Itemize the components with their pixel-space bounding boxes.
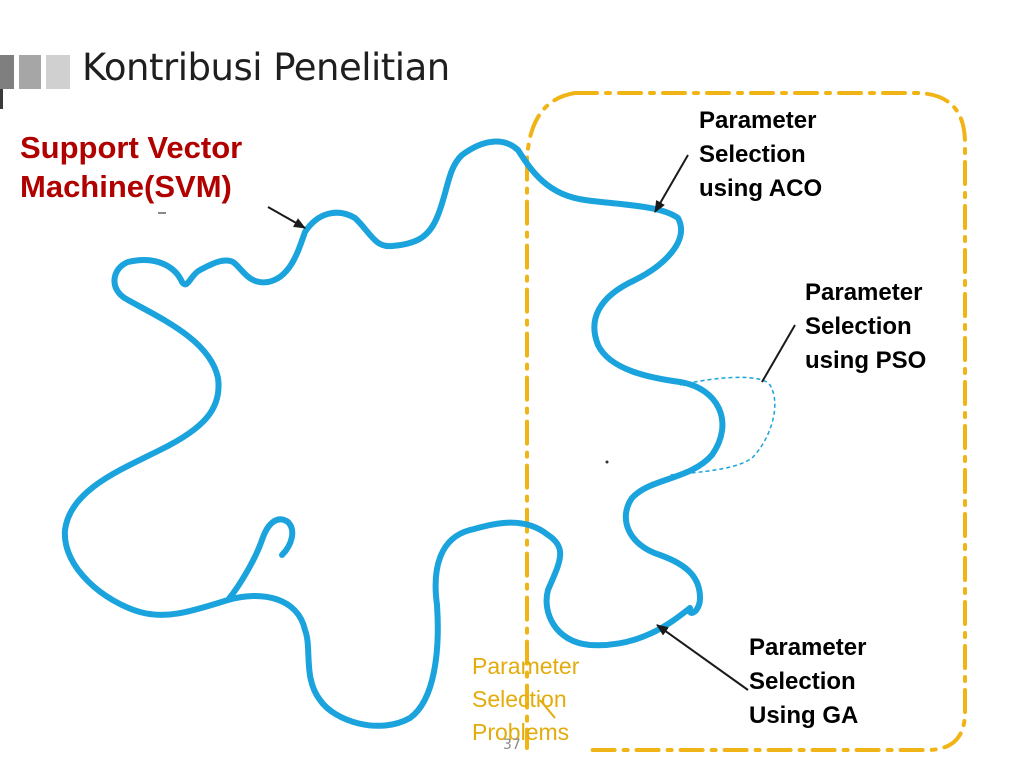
- svm-pointer-arrow: [267, 206, 306, 229]
- problems-label-line-3: Problems: [472, 719, 570, 745]
- center-dot: [605, 460, 609, 464]
- title-decor-bar-light: [46, 55, 70, 89]
- pso-pointer-line: [761, 324, 796, 383]
- slide-title: Kontribusi Penelitian: [82, 46, 450, 89]
- svm-label-line-2: Machine(SVM): [20, 169, 232, 204]
- ga-pointer-arrow: [656, 624, 749, 691]
- pso-label-line-3: using PSO: [805, 347, 927, 374]
- problems-label-line-2: Selection: [472, 686, 567, 712]
- ga-label-line-3: Using GA: [749, 702, 859, 729]
- pso-dashed-region: [669, 376, 776, 476]
- title-decor-bar-dark: [0, 55, 14, 89]
- blob-left-bump: [225, 516, 296, 603]
- svm-label: Support Vector Machine(SVM): [20, 128, 310, 206]
- contribution-region-inner-divider: [525, 91, 577, 750]
- problems-pointer-line: [539, 699, 556, 719]
- ga-label: Parameter Selection Using GA: [749, 631, 866, 733]
- aco-label: Parameter Selection using ACO: [699, 104, 822, 206]
- contribution-region-border: [573, 91, 967, 752]
- page-number: 37: [503, 737, 521, 753]
- title-decor-line: [0, 89, 3, 109]
- title-decor-bar-mid: [19, 55, 41, 89]
- pso-label-line-2: Selection: [805, 313, 912, 340]
- problems-label-line-1: Parameter: [472, 653, 580, 679]
- pso-label: Parameter Selection using PSO: [805, 276, 926, 378]
- svm-label-line-1: Support Vector: [20, 130, 243, 165]
- ga-label-line-2: Selection: [749, 668, 856, 695]
- aco-label-line-3: using ACO: [699, 175, 823, 202]
- ga-label-line-1: Parameter: [749, 634, 867, 661]
- parameter-space-blob: [61, 138, 726, 729]
- aco-label-line-2: Selection: [699, 141, 806, 168]
- aco-label-line-1: Parameter: [699, 107, 817, 134]
- problems-label: Parameter Selection Problems: [472, 650, 579, 749]
- aco-pointer-arrow: [654, 154, 689, 213]
- pso-label-line-1: Parameter: [805, 279, 923, 306]
